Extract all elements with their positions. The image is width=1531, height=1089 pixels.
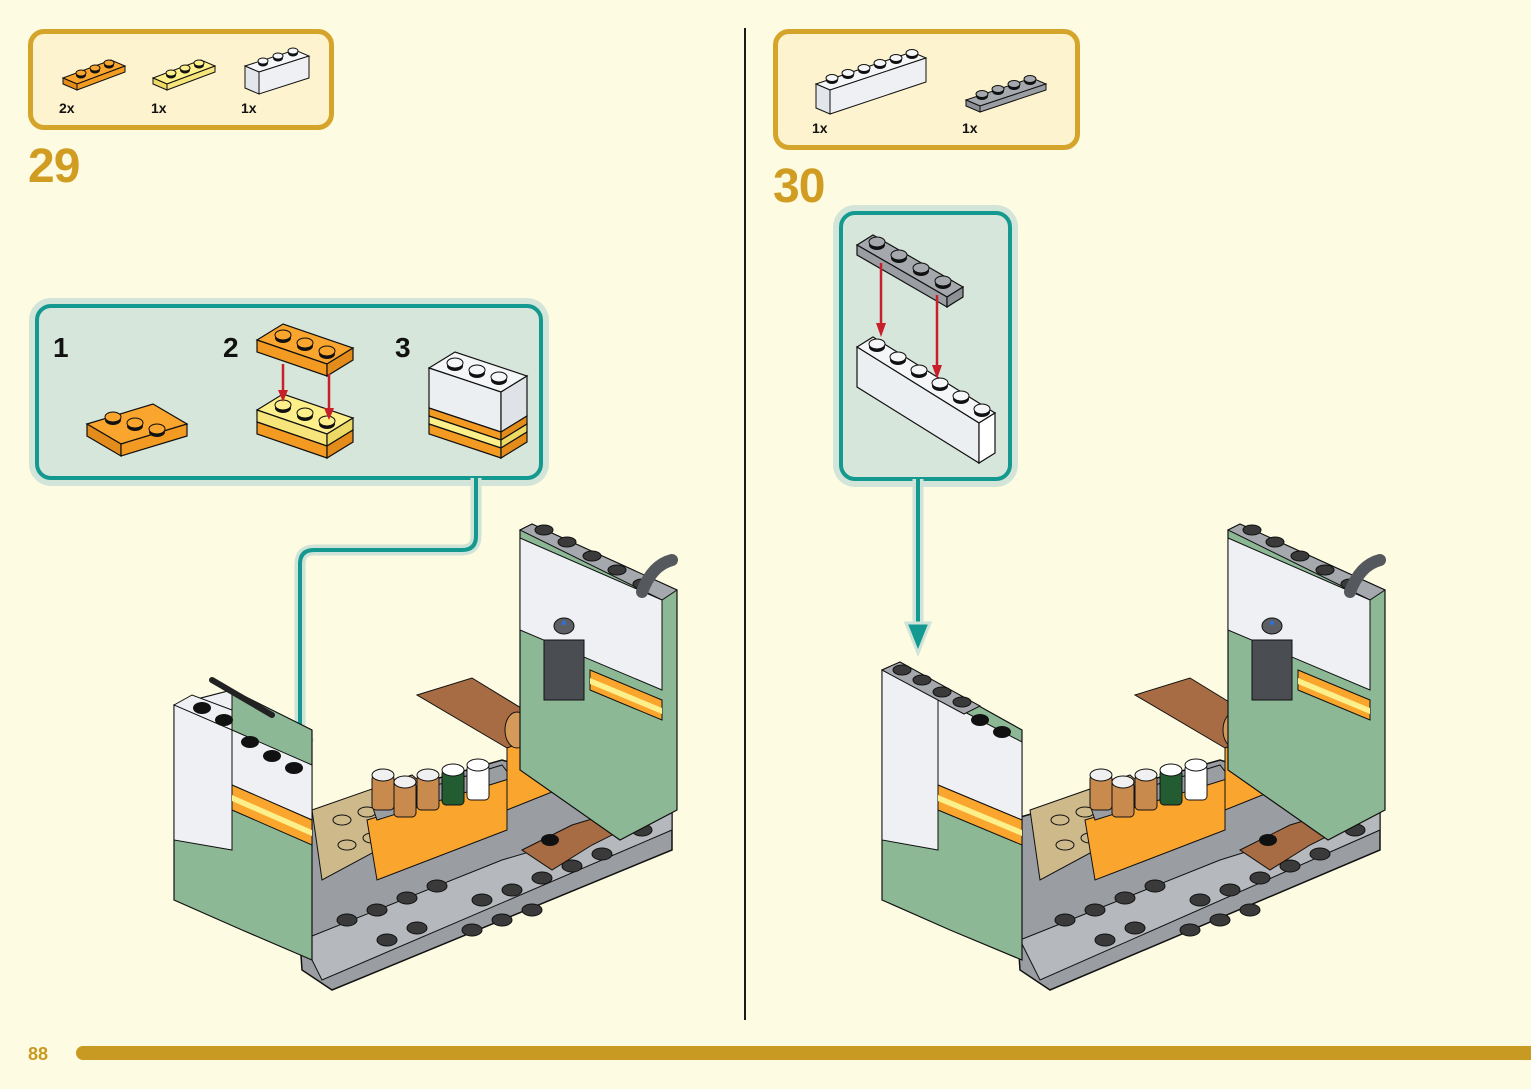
part-white-brick-1x3 — [243, 47, 311, 95]
model-illustration-step-29 — [172, 523, 679, 991]
red-arrow-icon — [324, 374, 334, 420]
substep-number: 2 — [223, 332, 239, 363]
substep-number: 3 — [395, 332, 411, 363]
part-white-brick-1x6 — [814, 49, 928, 115]
part-yellow-plate-1x3 — [151, 59, 217, 91]
substep-number: 1 — [53, 332, 69, 363]
red-arrow-icon — [876, 263, 886, 337]
page-number: 88 — [28, 1044, 49, 1064]
part-qty: 1x — [812, 120, 828, 136]
substep-2-plates — [255, 323, 355, 460]
part-qty: 1x — [241, 100, 257, 116]
model-illustration-step-30 — [880, 523, 1387, 991]
substep-grey-plate-on-white-brick — [855, 234, 997, 465]
step-number: 30 — [773, 160, 825, 213]
substep-1-orange-plate — [85, 403, 189, 458]
parts-list-step-29: 2x 1x 1x — [28, 29, 334, 130]
sub-assembly-callout: 1 2 3 — [35, 304, 543, 480]
substep-3-stack — [427, 351, 529, 460]
red-arrow-icon — [278, 364, 288, 402]
sub-assembly-callout — [839, 211, 1012, 481]
step-number: 29 — [28, 140, 80, 193]
red-arrow-icon — [932, 295, 942, 379]
callout-connector-arrow — [903, 479, 933, 658]
part-qty: 1x — [151, 100, 167, 116]
part-qty: 2x — [59, 100, 75, 116]
page-divider — [744, 28, 746, 1020]
part-orange-plate-1x3 — [61, 59, 127, 91]
parts-list-step-30: 1x 1x — [773, 29, 1080, 150]
part-qty: 1x — [962, 120, 978, 136]
part-grey-plate-1x4 — [964, 75, 1048, 113]
footer-bar — [76, 1046, 1531, 1060]
